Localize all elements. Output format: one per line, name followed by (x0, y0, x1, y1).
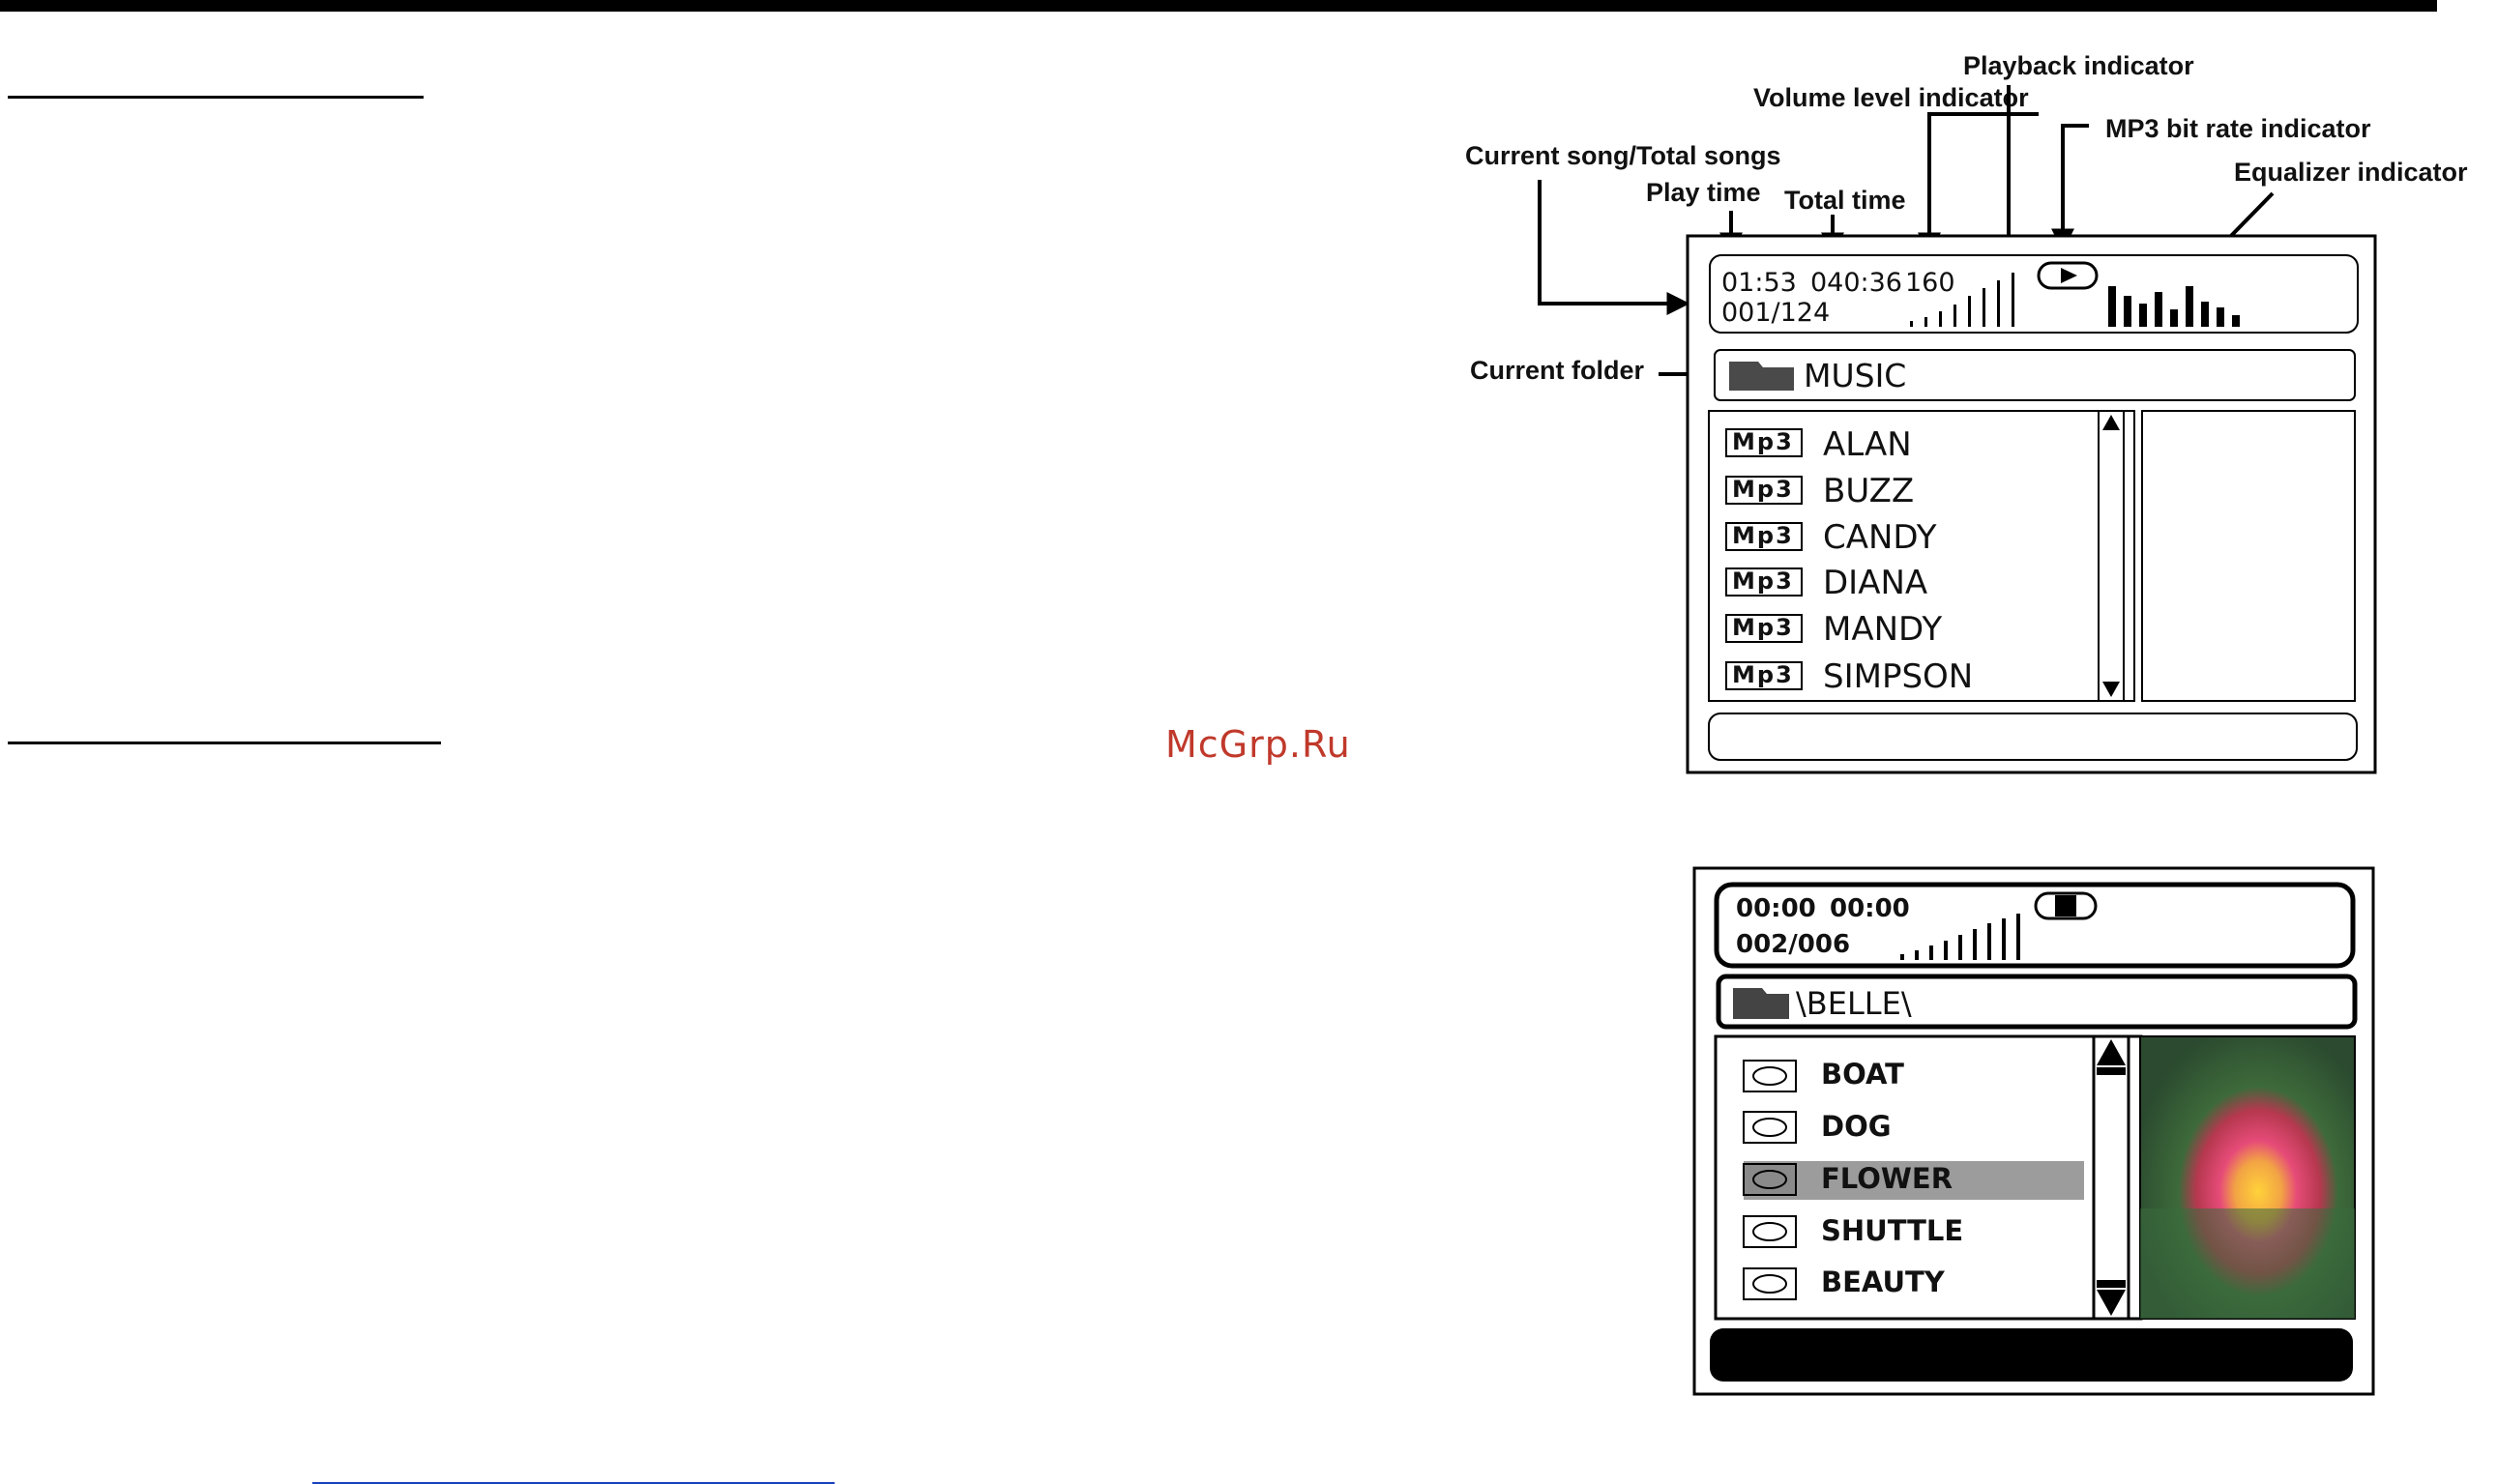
page-top-rule (0, 0, 2437, 12)
scroll-up-icon (2097, 1039, 2126, 1065)
list-item[interactable]: ALAN (1823, 425, 1912, 464)
scroll-up-icon (2102, 415, 2120, 430)
callout-mp3-bit-rate: MP3 bit rate indicator (2105, 114, 2371, 143)
section-rule-1 (8, 96, 424, 99)
mp3-badge: Mp3 (1732, 567, 1794, 595)
mp3-badge: Mp3 (1732, 428, 1794, 455)
list-item[interactable]: DOG (1821, 1110, 1892, 1143)
callout-volume-level: Volume level indicator (1753, 83, 2029, 112)
callout-equalizer: Equalizer indicator (2234, 158, 2468, 187)
list-item[interactable]: MANDY (1823, 610, 1943, 649)
list-item[interactable]: BUZZ (1823, 472, 1915, 510)
scroll-down-icon (2097, 1290, 2126, 1316)
mp3-folder-name: MUSIC (1804, 357, 1907, 394)
jpeg-folder-name: \BELLE\ (1796, 985, 1912, 1022)
callout-current-folder: Current folder (1470, 356, 1645, 385)
scroll-down-icon (2102, 682, 2120, 697)
callout-playback: Playback indicator (1963, 51, 2194, 80)
mp3-badge: Mp3 (1732, 661, 1794, 688)
list-item[interactable]: BEAUTY (1821, 1266, 1945, 1298)
folder-icon (1733, 988, 1789, 1019)
list-item[interactable]: CANDY (1823, 518, 1937, 557)
mp3-bit-rate: 160 (1905, 268, 1955, 298)
mp3-play-time: 01:53 (1721, 268, 1797, 298)
list-item[interactable]: SIMPSON (1823, 657, 1974, 696)
section-rule-2 (8, 742, 441, 744)
mp3-badge: Mp3 (1732, 476, 1794, 503)
list-item[interactable]: SHUTTLE (1821, 1214, 1964, 1247)
mp3-track-counter: 001/124 (1721, 298, 1831, 328)
jpeg-track-counter: 002/006 (1736, 930, 1851, 959)
callout-play-time: Play time (1646, 178, 1761, 207)
list-item[interactable]: DIANA (1823, 564, 1928, 602)
callout-total-time: Total time (1784, 186, 1906, 215)
jpeg-play-time: 00:00 (1736, 894, 1816, 923)
jpeg-total-time: 00:00 (1830, 894, 1910, 923)
folder-icon (1729, 362, 1794, 391)
mp3-total-time: 040:36 (1810, 268, 1902, 298)
mp3-badge: Mp3 (1732, 522, 1794, 549)
watermark: McGrp.Ru (1165, 723, 1351, 766)
list-item[interactable]: BOAT (1821, 1058, 1904, 1091)
list-item-selected[interactable]: FLOWER (1821, 1162, 1954, 1195)
mp3-badge: Mp3 (1732, 614, 1794, 641)
callout-current-song-total: Current song/Total songs (1465, 141, 1781, 170)
